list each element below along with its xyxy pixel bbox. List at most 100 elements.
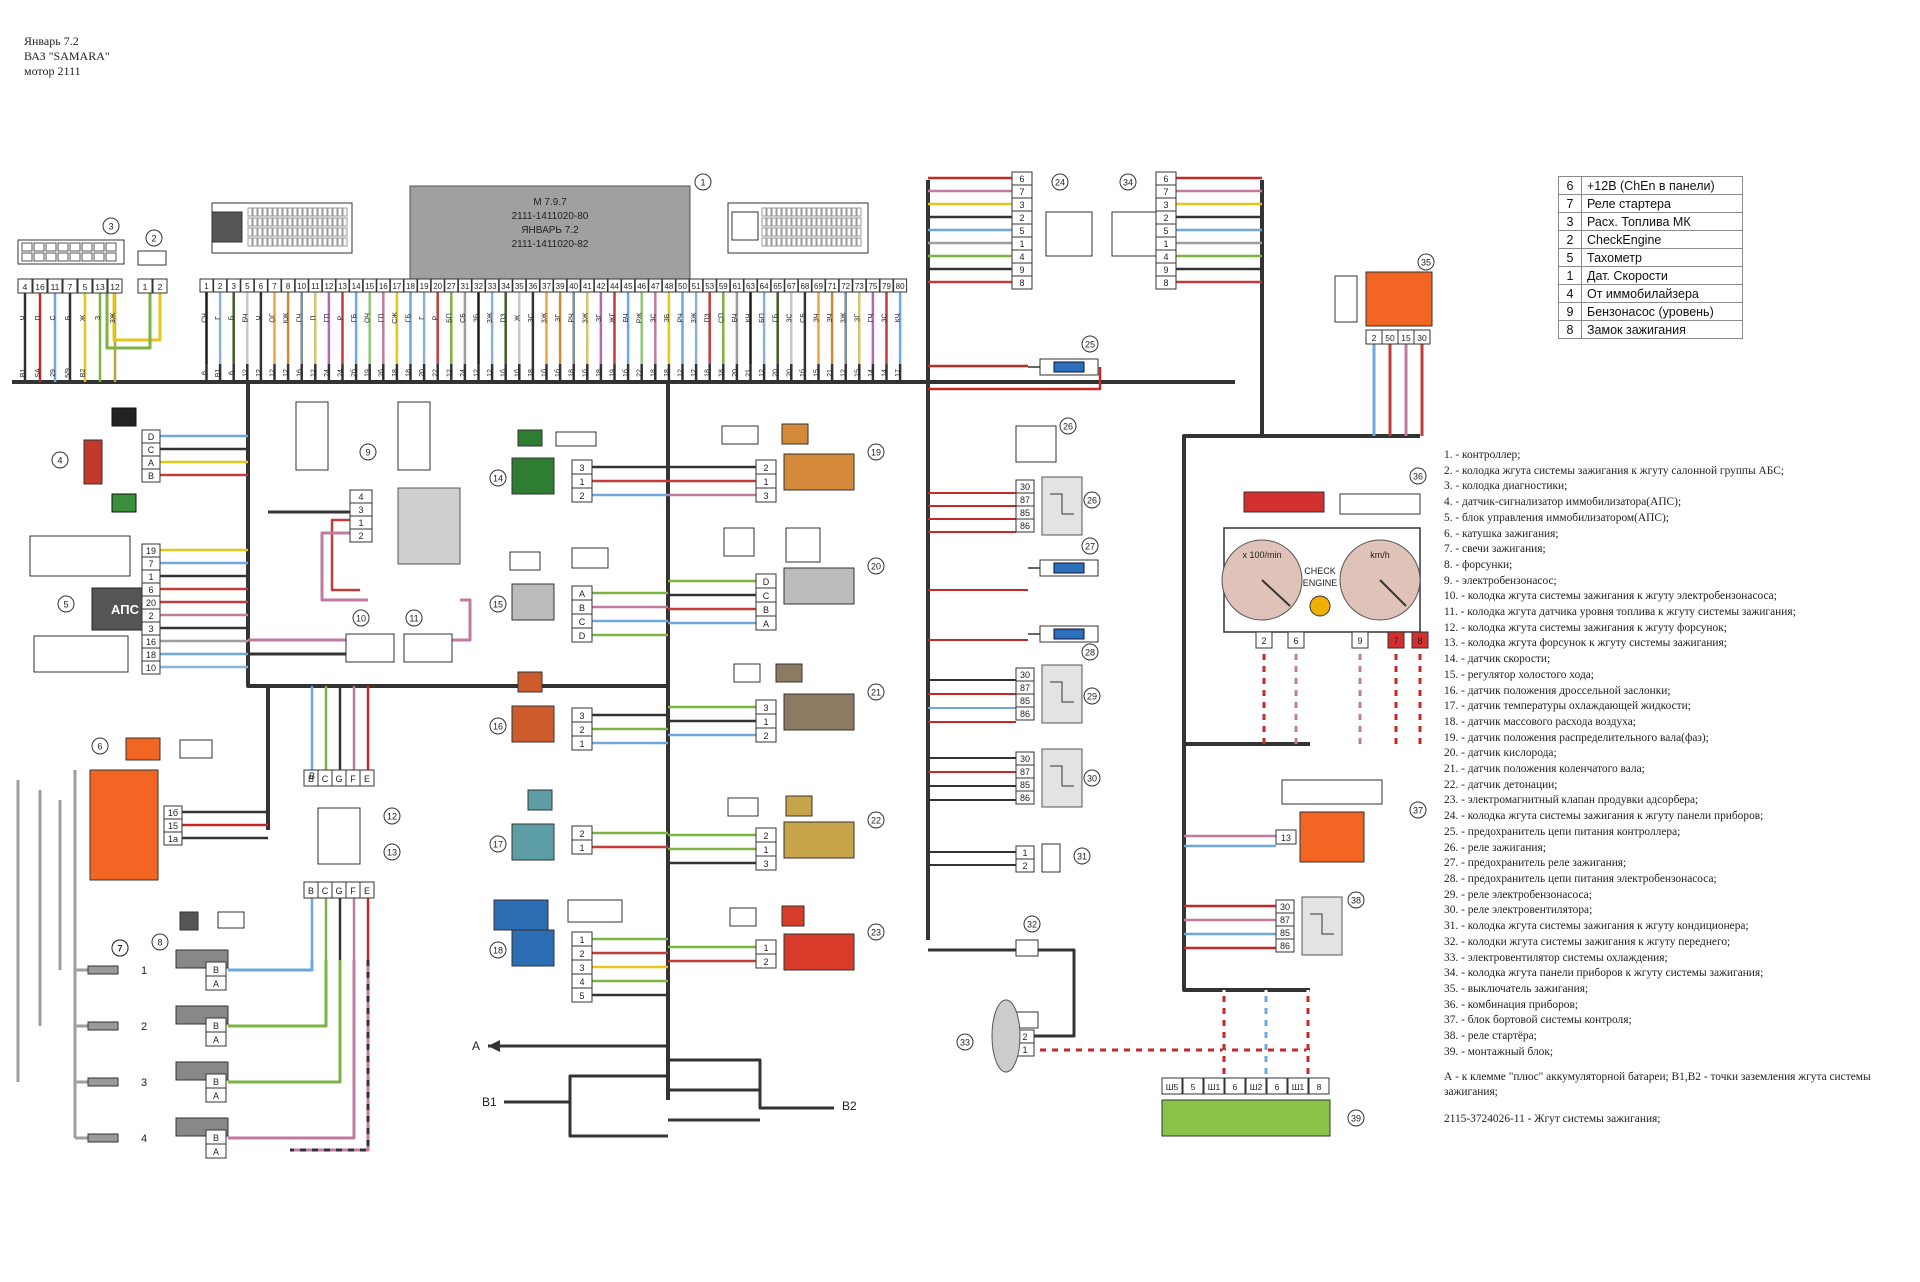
cylinder-number: 4	[141, 1133, 147, 1145]
ecu-pin	[689, 278, 704, 293]
callout-circle	[489, 595, 507, 613]
sensor-pin	[755, 487, 777, 503]
legend-item: 22. - датчик детонации;	[1444, 778, 1558, 791]
mounting-block-pin	[1224, 1077, 1246, 1095]
connector-2	[137, 250, 167, 266]
pin-hole	[846, 217, 852, 227]
ecu-wire-code: Р	[433, 315, 440, 320]
harness-pin-label: F	[350, 886, 356, 896]
pin-label: A	[213, 1035, 219, 1045]
wire	[320, 531, 368, 602]
sensor-pin	[571, 839, 593, 855]
ecu-wire-dest: 1б	[541, 369, 549, 377]
ecu-pin	[199, 278, 214, 293]
mounting-block-pin-label: Ш1	[1208, 1082, 1221, 1092]
legend-item: 3. - колодка диагностики;	[1444, 480, 1568, 493]
ecu-pin-number: 45	[624, 282, 633, 291]
ecu-pin-number: 35	[515, 282, 524, 291]
ecu-pin-number: 67	[787, 282, 796, 291]
ecu-pin	[566, 278, 581, 293]
pin-label: 86	[1020, 709, 1030, 719]
callout-number: 20	[871, 562, 881, 572]
ecu-wire-code: ГБ	[406, 313, 413, 322]
harness-connector-12-13	[317, 807, 361, 865]
pin-label: 2	[763, 957, 768, 967]
harness-pin-label: G	[335, 774, 342, 784]
mounting-block-pin	[1287, 1077, 1309, 1095]
pin-hole	[801, 237, 807, 247]
pin-label: 10	[146, 663, 156, 673]
pin-hole	[841, 217, 847, 227]
legend-item: 34. - колодка жгута панели приборов к жг…	[1444, 967, 1764, 980]
ecu-pin	[621, 278, 636, 293]
ecu-pin	[580, 278, 595, 293]
callout-circle	[867, 557, 885, 575]
callout-number: 5	[63, 600, 68, 610]
diag-pin	[32, 278, 48, 294]
pin-hole	[327, 217, 333, 227]
wire	[228, 960, 328, 1028]
ecu-wire-code: Г	[419, 316, 426, 320]
ecu-pin	[811, 278, 826, 293]
ecu-pin-number: 47	[651, 282, 660, 291]
callout-circle	[1059, 417, 1077, 435]
pin-label: 3	[358, 505, 363, 515]
callout-circle	[102, 217, 120, 235]
ecu-pin-number: 10	[297, 282, 306, 291]
callout-number: 7	[117, 944, 122, 954]
sensor-body	[783, 453, 855, 491]
coil-connector-view	[179, 739, 213, 759]
pin-hole	[287, 207, 293, 217]
pin-label: 87	[1020, 683, 1030, 693]
pin-label: 2	[579, 491, 584, 501]
ecu-label: 2111-1411020-82	[512, 239, 589, 250]
pin-hole	[307, 237, 313, 247]
ecu-wire-code: ЗЖ	[841, 312, 848, 323]
ecu-wire-dest: 12	[310, 369, 317, 377]
callout-circle	[352, 609, 370, 627]
pin-hole	[292, 217, 298, 227]
legend-item: 23. - электромагнитный клапан продувки а…	[1444, 794, 1699, 807]
wire	[1182, 180, 1310, 992]
pin-label: 5	[579, 991, 584, 1001]
pin-hole	[277, 237, 283, 247]
ecu-wire-code: ГП	[378, 314, 385, 323]
pin-label: 7	[148, 559, 153, 569]
ecu-wire-dest: 24	[324, 369, 331, 377]
ecu-wire-code: ЗС	[882, 313, 889, 322]
bsk-pin	[1275, 829, 1297, 845]
ecu-wire-dest: 18	[406, 369, 413, 377]
ignition-switch-pin-label: 2	[1372, 333, 1377, 343]
diag-wire-code: С	[50, 315, 57, 320]
label-b2: В2	[842, 1099, 857, 1113]
pin-hole	[252, 227, 258, 237]
connector-key	[211, 211, 243, 243]
pin-hole	[337, 237, 343, 247]
legend-item: 9. - электробензонасос;	[1444, 574, 1557, 587]
pin-hole	[796, 237, 802, 247]
ecu-pin-number: 8	[286, 282, 291, 291]
pin-label: 7	[1163, 187, 1168, 197]
mounting-block-pin	[1308, 1077, 1330, 1095]
pin-hole	[312, 237, 318, 247]
pin-label: A	[763, 619, 769, 629]
pin-hole	[277, 207, 283, 217]
ecu-pin	[893, 278, 908, 293]
callout-circle	[57, 595, 75, 613]
legend-item: 38. - реле стартёра;	[1444, 1030, 1537, 1043]
connector-31-pin	[1015, 858, 1035, 873]
wire	[928, 367, 1102, 391]
callout-number: 29	[1087, 692, 1097, 702]
ignition-switch-connector	[1334, 275, 1358, 323]
legend-item: 36. - комбинация приборов;	[1444, 998, 1579, 1011]
pin-label: 87	[1020, 495, 1030, 505]
pin-hole	[856, 207, 862, 217]
pin-label: 3	[148, 624, 153, 634]
pin-hole	[771, 207, 777, 217]
pin-hole	[786, 237, 792, 247]
ecu-wire-code: П	[310, 315, 317, 320]
pin-label: A	[213, 1147, 219, 1157]
pin-label: D	[579, 631, 586, 641]
